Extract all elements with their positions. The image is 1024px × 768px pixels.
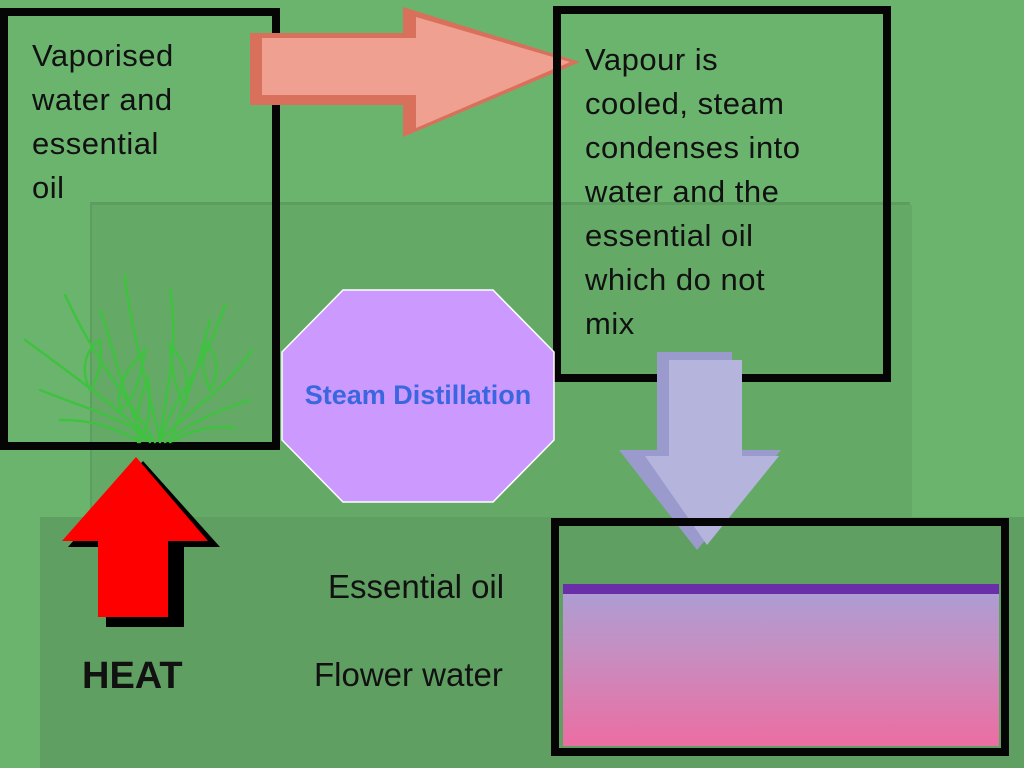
vaporised-text: Vaporised water and essential oil	[32, 38, 174, 205]
arrow-down-icon	[619, 352, 781, 550]
essential-oil-label: Essential oil	[328, 568, 505, 605]
vaporised-box	[0, 8, 280, 450]
cooled-text: Vapour is cooled, steam condenses into w…	[585, 42, 801, 341]
steam-distillation-title: Steam Distillation	[304, 380, 532, 410]
arrow-right-icon	[250, 7, 580, 137]
heat-arrow-icon	[62, 457, 220, 627]
octagon-shape	[281, 289, 555, 503]
heat-label: HEAT	[82, 655, 183, 697]
separation-tank	[551, 518, 1009, 756]
essential-oil-layer	[563, 584, 999, 594]
flower-water-layer	[563, 584, 999, 746]
plant-icon	[23, 273, 254, 444]
flower-water-label: Flower water	[314, 656, 503, 693]
